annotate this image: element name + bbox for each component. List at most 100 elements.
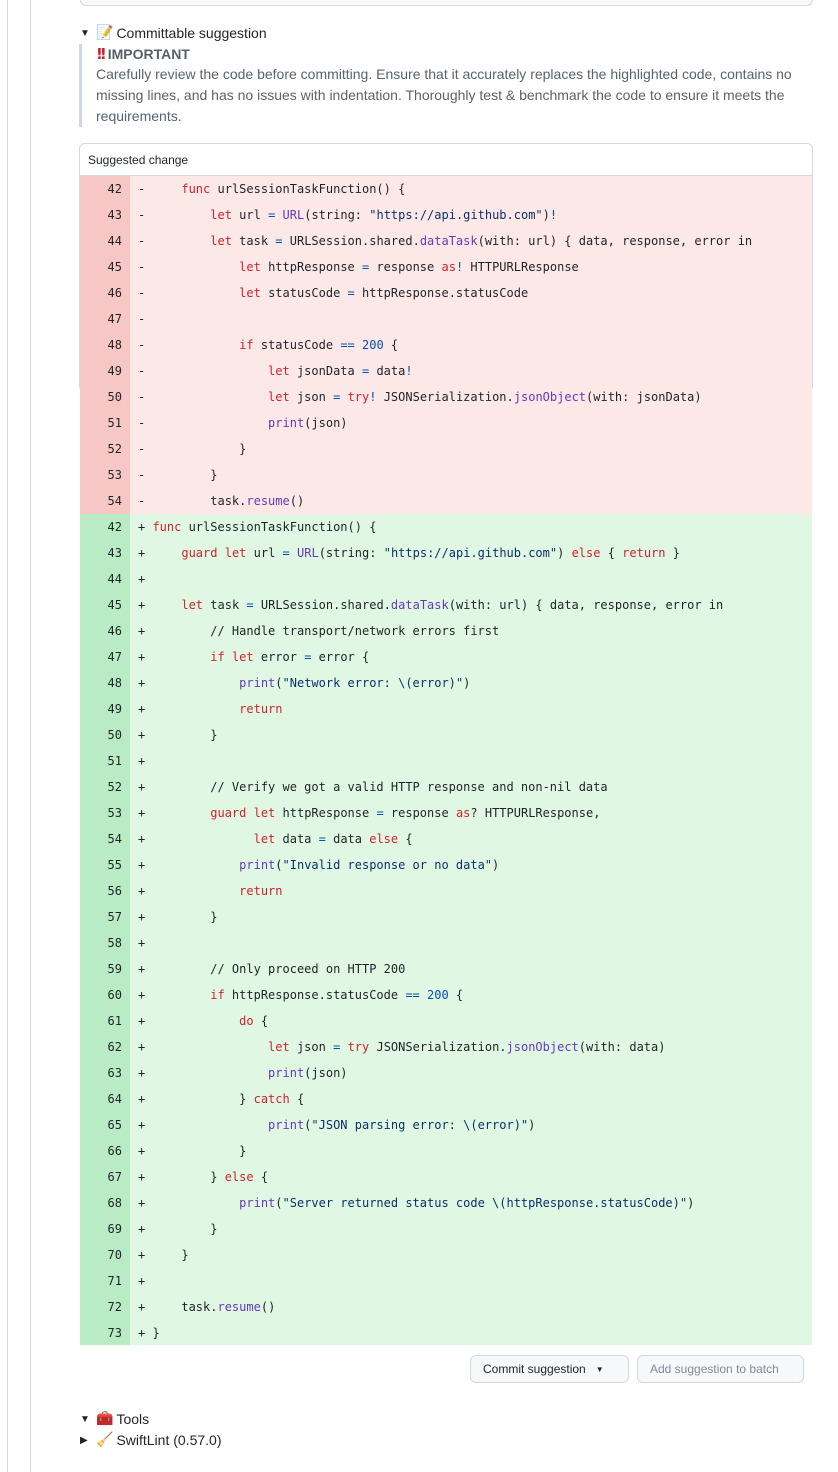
line-code: + } xyxy=(130,1320,812,1346)
added-line: 73+ } xyxy=(80,1320,812,1346)
line-number: 67 xyxy=(80,1164,130,1190)
line-number: 72 xyxy=(80,1294,130,1320)
line-number: 53 xyxy=(80,462,130,488)
deleted-line: 54- task.resume() xyxy=(80,488,812,514)
line-code: - xyxy=(130,306,812,332)
line-code: - if statusCode == 200 { xyxy=(130,332,812,358)
added-line: 53+ guard let httpResponse = response as… xyxy=(80,800,812,826)
line-number: 44 xyxy=(80,566,130,592)
memo-icon: 📝 xyxy=(96,25,114,41)
added-line: 46+ // Handle transport/network errors f… xyxy=(80,618,812,644)
tools-toggle[interactable]: ▼ 🧰 Tools xyxy=(80,1409,149,1429)
line-number: 62 xyxy=(80,1034,130,1060)
added-line: 43+ guard let url = URL(string: "https:/… xyxy=(80,540,812,566)
alert-title-text: IMPORTANT xyxy=(107,46,190,62)
suggested-change-header: Suggested change xyxy=(80,144,812,176)
line-number: 50 xyxy=(80,722,130,748)
line-code: - let url = URL(string: "https://api.git… xyxy=(130,202,812,228)
added-line: 56+ return xyxy=(80,878,812,904)
suggested-change-box: Suggested change xyxy=(79,143,813,392)
commit-suggestion-button[interactable]: Commit suggestion▼ xyxy=(470,1355,629,1383)
added-line: 60+ if httpResponse.statusCode == 200 { xyxy=(80,982,812,1008)
added-line: 54+ let data = data else { xyxy=(80,826,812,852)
line-number: 53 xyxy=(80,800,130,826)
thread-line xyxy=(30,0,31,1472)
timeline-border xyxy=(7,0,8,1472)
line-code: + if httpResponse.statusCode == 200 { xyxy=(130,982,812,1008)
line-code: + return xyxy=(130,696,812,722)
deleted-line: 46- let statusCode = httpResponse.status… xyxy=(80,280,812,306)
line-number: 61 xyxy=(80,1008,130,1034)
line-code: + let json = try JSONSerialization.jsonO… xyxy=(130,1034,812,1060)
line-number: 45 xyxy=(80,592,130,618)
added-line: 65+ print("JSON parsing error: \(error)"… xyxy=(80,1112,812,1138)
line-number: 52 xyxy=(80,436,130,462)
added-line: 68+ print("Server returned status code \… xyxy=(80,1190,812,1216)
line-number: 65 xyxy=(80,1112,130,1138)
suggestion-actions: Commit suggestion▼ Add suggestion to bat… xyxy=(80,1345,812,1391)
deleted-line: 48- if statusCode == 200 { xyxy=(80,332,812,358)
line-number: 70 xyxy=(80,1242,130,1268)
added-line: 57+ } xyxy=(80,904,812,930)
committable-suggestion-toggle[interactable]: ▼ 📝 Committable suggestion xyxy=(80,23,267,43)
committable-suggestion-label: Committable suggestion xyxy=(116,25,267,41)
added-line: 42+ func urlSessionTaskFunction() { xyxy=(80,514,812,540)
deleted-line: 45- let httpResponse = response as! HTTP… xyxy=(80,254,812,280)
line-number: 46 xyxy=(80,618,130,644)
deleted-line: 47- xyxy=(80,306,812,332)
line-number: 56 xyxy=(80,878,130,904)
added-line: 61+ do { xyxy=(80,1008,812,1034)
commit-suggestion-label: Commit suggestion xyxy=(483,1362,586,1376)
line-code: - let statusCode = httpResponse.statusCo… xyxy=(130,280,812,306)
line-number: 54 xyxy=(80,488,130,514)
line-number: 48 xyxy=(80,332,130,358)
diff-view: 42- func urlSessionTaskFunction() {43- l… xyxy=(80,176,812,1346)
line-code: + } else { xyxy=(130,1164,812,1190)
line-code: + } xyxy=(130,722,812,748)
line-number: 42 xyxy=(80,514,130,540)
line-code: + func urlSessionTaskFunction() { xyxy=(130,514,812,540)
line-code: + print("JSON parsing error: \(error)") xyxy=(130,1112,812,1138)
added-line: 58+ xyxy=(80,930,812,956)
line-number: 48 xyxy=(80,670,130,696)
line-code: + // Only proceed on HTTP 200 xyxy=(130,956,812,982)
tools-label: Tools xyxy=(116,1411,150,1427)
line-code: - let jsonData = data! xyxy=(130,358,812,384)
deleted-line: 42- func urlSessionTaskFunction() { xyxy=(80,176,812,202)
added-line: 48+ print("Network error: \(error)") xyxy=(80,670,812,696)
deleted-line: 50- let json = try! JSONSerialization.js… xyxy=(80,384,812,410)
added-line: 51+ xyxy=(80,748,812,774)
deleted-line: 43- let url = URL(string: "https://api.g… xyxy=(80,202,812,228)
line-number: 54 xyxy=(80,826,130,852)
line-number: 50 xyxy=(80,384,130,410)
line-code: - let json = try! JSONSerialization.json… xyxy=(130,384,812,410)
deleted-line: 52- } xyxy=(80,436,812,462)
add-to-batch-label: Add suggestion to batch xyxy=(650,1362,779,1376)
line-code: + } xyxy=(130,1242,812,1268)
line-number: 43 xyxy=(80,540,130,566)
line-code: - } xyxy=(130,436,812,462)
deleted-line: 53- } xyxy=(80,462,812,488)
line-code: + return xyxy=(130,878,812,904)
added-line: 59+ // Only proceed on HTTP 200 xyxy=(80,956,812,982)
line-code: - print(json) xyxy=(130,410,812,436)
added-line: 67+ } else { xyxy=(80,1164,812,1190)
line-code: - task.resume() xyxy=(130,488,812,514)
line-number: 57 xyxy=(80,904,130,930)
line-number: 52 xyxy=(80,774,130,800)
added-line: 52+ // Verify we got a valid HTTP respon… xyxy=(80,774,812,800)
triangle-down-icon: ▼ xyxy=(80,1413,90,1425)
line-number: 68 xyxy=(80,1190,130,1216)
line-number: 42 xyxy=(80,176,130,202)
added-line: 70+ } xyxy=(80,1242,812,1268)
triangle-right-icon: ▶ xyxy=(80,1434,88,1446)
line-number: 43 xyxy=(80,202,130,228)
double-exclamation-icon: !! xyxy=(96,45,107,63)
line-number: 44 xyxy=(80,228,130,254)
line-code: + // Handle transport/network errors fir… xyxy=(130,618,812,644)
added-line: 49+ return xyxy=(80,696,812,722)
added-line: 72+ task.resume() xyxy=(80,1294,812,1320)
add-to-batch-button[interactable]: Add suggestion to batch xyxy=(637,1355,804,1383)
swiftlint-toggle[interactable]: ▶ 🧹 SwiftLint (0.57.0) xyxy=(80,1430,222,1450)
line-number: 71 xyxy=(80,1268,130,1294)
